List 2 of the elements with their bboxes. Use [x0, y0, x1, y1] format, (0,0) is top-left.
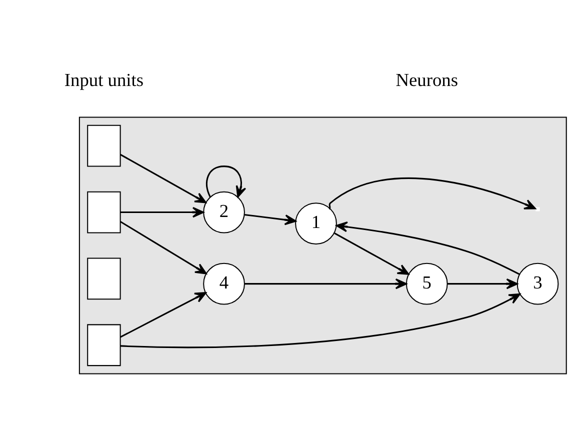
- label: Neurons: [396, 70, 458, 90]
- label: Input units: [64, 70, 144, 90]
